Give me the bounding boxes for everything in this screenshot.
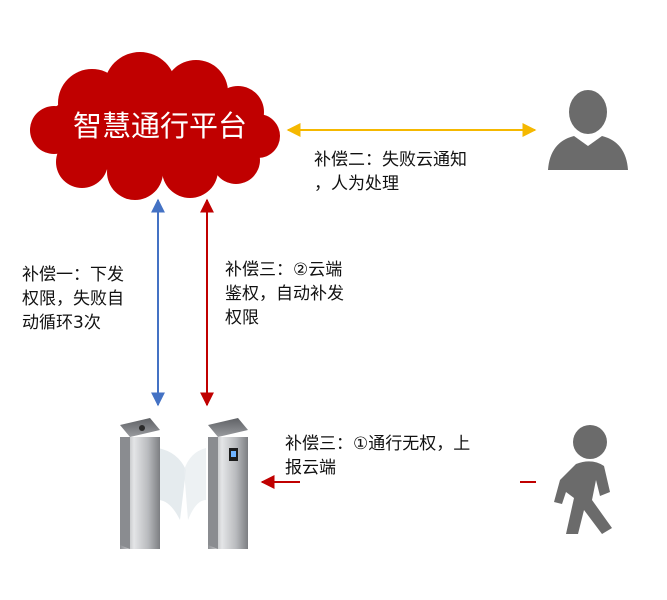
label-line: 报云端 bbox=[285, 458, 336, 478]
label-line: 权限，失败自 bbox=[22, 289, 124, 309]
label-line: 鉴权，自动补发 bbox=[225, 284, 344, 304]
turnstile-gate-icon bbox=[110, 412, 256, 554]
label-line: 补偿一：下发 bbox=[22, 265, 124, 285]
label-line: 补偿三：①通行无权，上 bbox=[285, 434, 471, 454]
label-line: 补偿二：失败云通知 bbox=[314, 150, 467, 170]
label-downlink: 补偿一：下发 权限，失败自 动循环3次 bbox=[22, 263, 152, 335]
label-line: 权限 bbox=[225, 308, 259, 328]
walking-person-icon bbox=[554, 425, 612, 534]
label-line: 动循环3次 bbox=[22, 313, 101, 333]
label-line: 补偿三：②云端 bbox=[225, 260, 343, 280]
label-line: ，人为处理 bbox=[314, 174, 399, 194]
label-cloud-notify: 补偿二：失败云通知 ，人为处理 bbox=[314, 148, 524, 196]
label-report: 补偿三：①通行无权，上 报云端 bbox=[285, 432, 515, 480]
label-cloud-auth: 补偿三：②云端 鉴权，自动补发 权限 bbox=[225, 258, 385, 330]
platform-cloud: 智慧通行平台 bbox=[30, 52, 280, 200]
platform-label: 智慧通行平台 bbox=[73, 109, 247, 143]
person-icon bbox=[548, 90, 628, 170]
